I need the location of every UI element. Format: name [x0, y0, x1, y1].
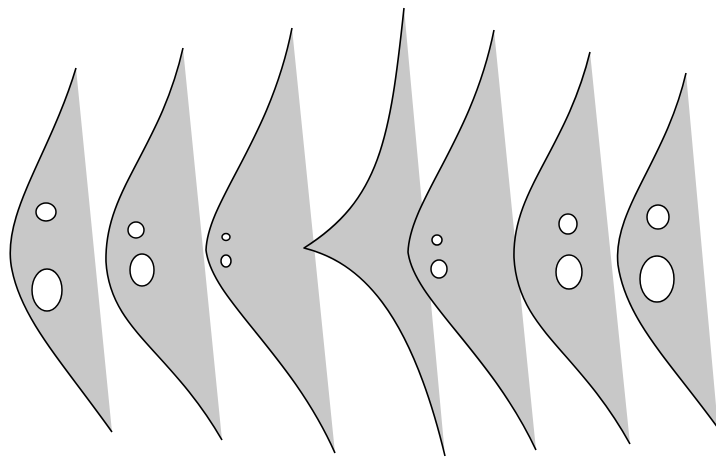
- shape-5-hole-lower: [431, 260, 447, 278]
- shape-2-hole-lower: [130, 254, 154, 286]
- shape-7-hole-upper: [647, 205, 669, 229]
- shape-1-hole-upper: [36, 203, 56, 221]
- shape-7-hole-lower: [640, 256, 674, 302]
- shape-2-hole-upper: [128, 222, 144, 238]
- shape-3-hole-lower: [221, 255, 231, 267]
- shape-1-hole-lower: [32, 269, 62, 311]
- shape-5-hole-upper: [432, 235, 442, 245]
- shape-6-hole-lower: [556, 255, 582, 289]
- shape-6-hole-upper: [559, 214, 577, 234]
- shape-3-hole-upper: [222, 234, 230, 241]
